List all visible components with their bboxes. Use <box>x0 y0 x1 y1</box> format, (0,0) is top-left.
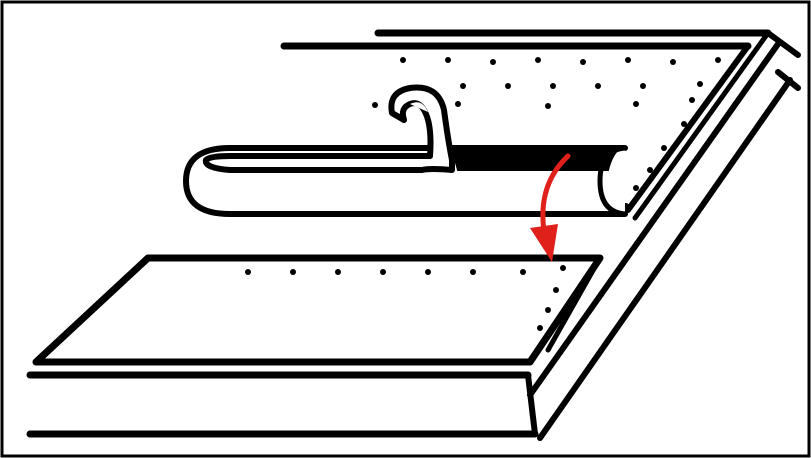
adhesive-dots-upper <box>372 57 721 209</box>
adhesive-surface <box>280 29 772 221</box>
fold-down-arrow <box>530 153 571 262</box>
base-panel <box>26 254 604 438</box>
peeled-corner <box>202 84 455 173</box>
rolled-sheet <box>183 145 628 217</box>
adhesive-dots-lower <box>245 265 566 331</box>
roll-backing-strip <box>450 147 623 171</box>
side-rail <box>527 30 801 441</box>
